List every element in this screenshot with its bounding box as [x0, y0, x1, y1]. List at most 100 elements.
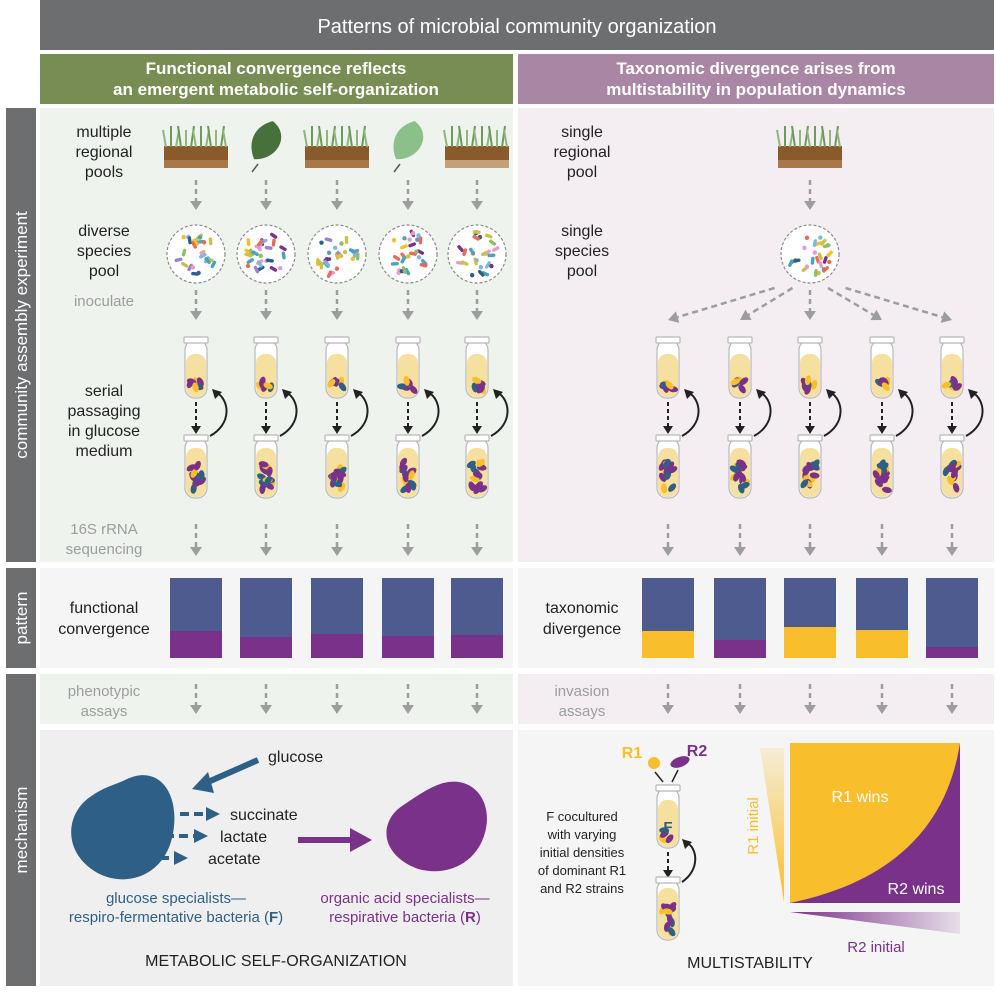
recycle-arrowhead: [353, 389, 363, 399]
leaf-blade: [393, 121, 424, 160]
cell: [326, 270, 333, 278]
tube-lower: [324, 434, 350, 499]
tube-rim: [183, 336, 209, 344]
cell: [265, 258, 274, 263]
right-experiment-panel: [518, 108, 994, 562]
left-columns: [162, 121, 509, 714]
side-label-pattern: pattern: [12, 592, 31, 645]
recycle-arrow: [823, 391, 842, 437]
tube-upper: [869, 336, 895, 399]
passage-arrowhead: [191, 426, 201, 434]
cell: [191, 271, 200, 276]
tube-rim: [655, 434, 681, 442]
tube-rim: [395, 434, 421, 442]
tube-upper: [727, 336, 753, 399]
grass-blade: [222, 129, 227, 148]
right-pattern-bars: [642, 578, 978, 658]
tube-lower: [253, 434, 279, 499]
cell: [356, 252, 360, 261]
tube-cell: [661, 483, 668, 494]
tube-cell: [327, 379, 336, 388]
passage-arrowhead: [877, 426, 887, 434]
grass-blade: [791, 125, 796, 148]
arrow-sequencing-head: [876, 547, 888, 556]
cell: [344, 235, 349, 244]
cell: [416, 249, 425, 255]
tube-cell: [266, 466, 273, 477]
side-label-experiment: community assembly experiment: [12, 211, 31, 459]
r-cell-icon: [386, 781, 487, 872]
metabolic-caption: METABOLIC SELF-ORGANIZATION: [145, 953, 407, 970]
tube-upper: [324, 336, 350, 399]
cell: [826, 250, 833, 258]
cell: [339, 241, 344, 246]
arrow-assay-head: [734, 705, 746, 714]
tube-cell: [258, 461, 269, 468]
tube-cell: [186, 378, 194, 389]
r-label-line2-post: ): [476, 909, 481, 926]
recycle-arrowhead: [212, 389, 222, 399]
passage-arrowhead: [472, 426, 482, 434]
species-label-3: pool: [89, 263, 119, 280]
tube-cell: [192, 479, 202, 487]
grass-blade: [303, 129, 308, 148]
cell: [483, 251, 488, 256]
cell: [401, 266, 407, 274]
cell: [400, 256, 407, 264]
r2-label: R2: [687, 743, 708, 760]
cell: [264, 245, 273, 250]
tube-rim: [727, 336, 753, 344]
cell: [812, 250, 818, 255]
cell: [420, 258, 428, 266]
recycle-arrow: [753, 391, 772, 437]
tube-cell: [475, 383, 484, 393]
tube-rim: [395, 336, 421, 344]
grass-blade: [471, 125, 476, 148]
tube-cell: [192, 382, 199, 393]
sequencing-label-2: sequencing: [66, 541, 143, 558]
tube-lower: [464, 434, 490, 499]
tube-cell: [739, 472, 747, 483]
passage-arrowhead: [663, 426, 673, 434]
arrow-split-head: [940, 311, 952, 323]
tube-lower: [797, 434, 823, 499]
tube-rim: [655, 336, 681, 344]
cell: [257, 265, 265, 272]
tube-lower: [939, 434, 965, 499]
description-line-1: F cocultured: [546, 809, 618, 824]
grass-blade: [806, 129, 811, 148]
tube-cell: [804, 385, 812, 395]
tube-lower: [655, 434, 681, 499]
invasion-label-2: assays: [559, 703, 606, 720]
cell: [474, 258, 479, 263]
r2-cell-icon: [670, 756, 690, 768]
single-pool-label-3: pool: [567, 164, 597, 181]
tube-cell: [876, 462, 887, 470]
recycle-arrow: [209, 391, 228, 437]
recycle-arrowhead: [968, 389, 978, 399]
arrow-single-pool-head: [804, 201, 816, 210]
bar-bottom-segment: [856, 630, 908, 658]
passage-arrowhead: [947, 426, 957, 434]
leaf-icon-dark: [251, 121, 282, 173]
cell: [402, 236, 407, 241]
arrow-assay-head: [402, 705, 414, 714]
cell: [245, 263, 251, 269]
cell: [489, 263, 494, 269]
tube-cell: [665, 381, 674, 390]
bar-bottom-segment: [451, 635, 503, 658]
tube-cell: [809, 472, 820, 479]
recycle-arrow: [279, 391, 298, 437]
arrow-split-head: [668, 311, 680, 323]
bar-top-segment: [926, 578, 978, 647]
phenotypic-label-1: phenotypic: [68, 683, 141, 700]
arrow-inoculate-head: [260, 311, 272, 320]
tube-upper: [253, 336, 279, 399]
cell: [410, 231, 416, 236]
cell: [181, 261, 189, 268]
cell: [258, 253, 264, 258]
grass-blade: [836, 129, 841, 148]
arrow-sequencing-head: [946, 547, 958, 556]
cell: [244, 252, 253, 258]
arrow-assay-head: [260, 705, 272, 714]
